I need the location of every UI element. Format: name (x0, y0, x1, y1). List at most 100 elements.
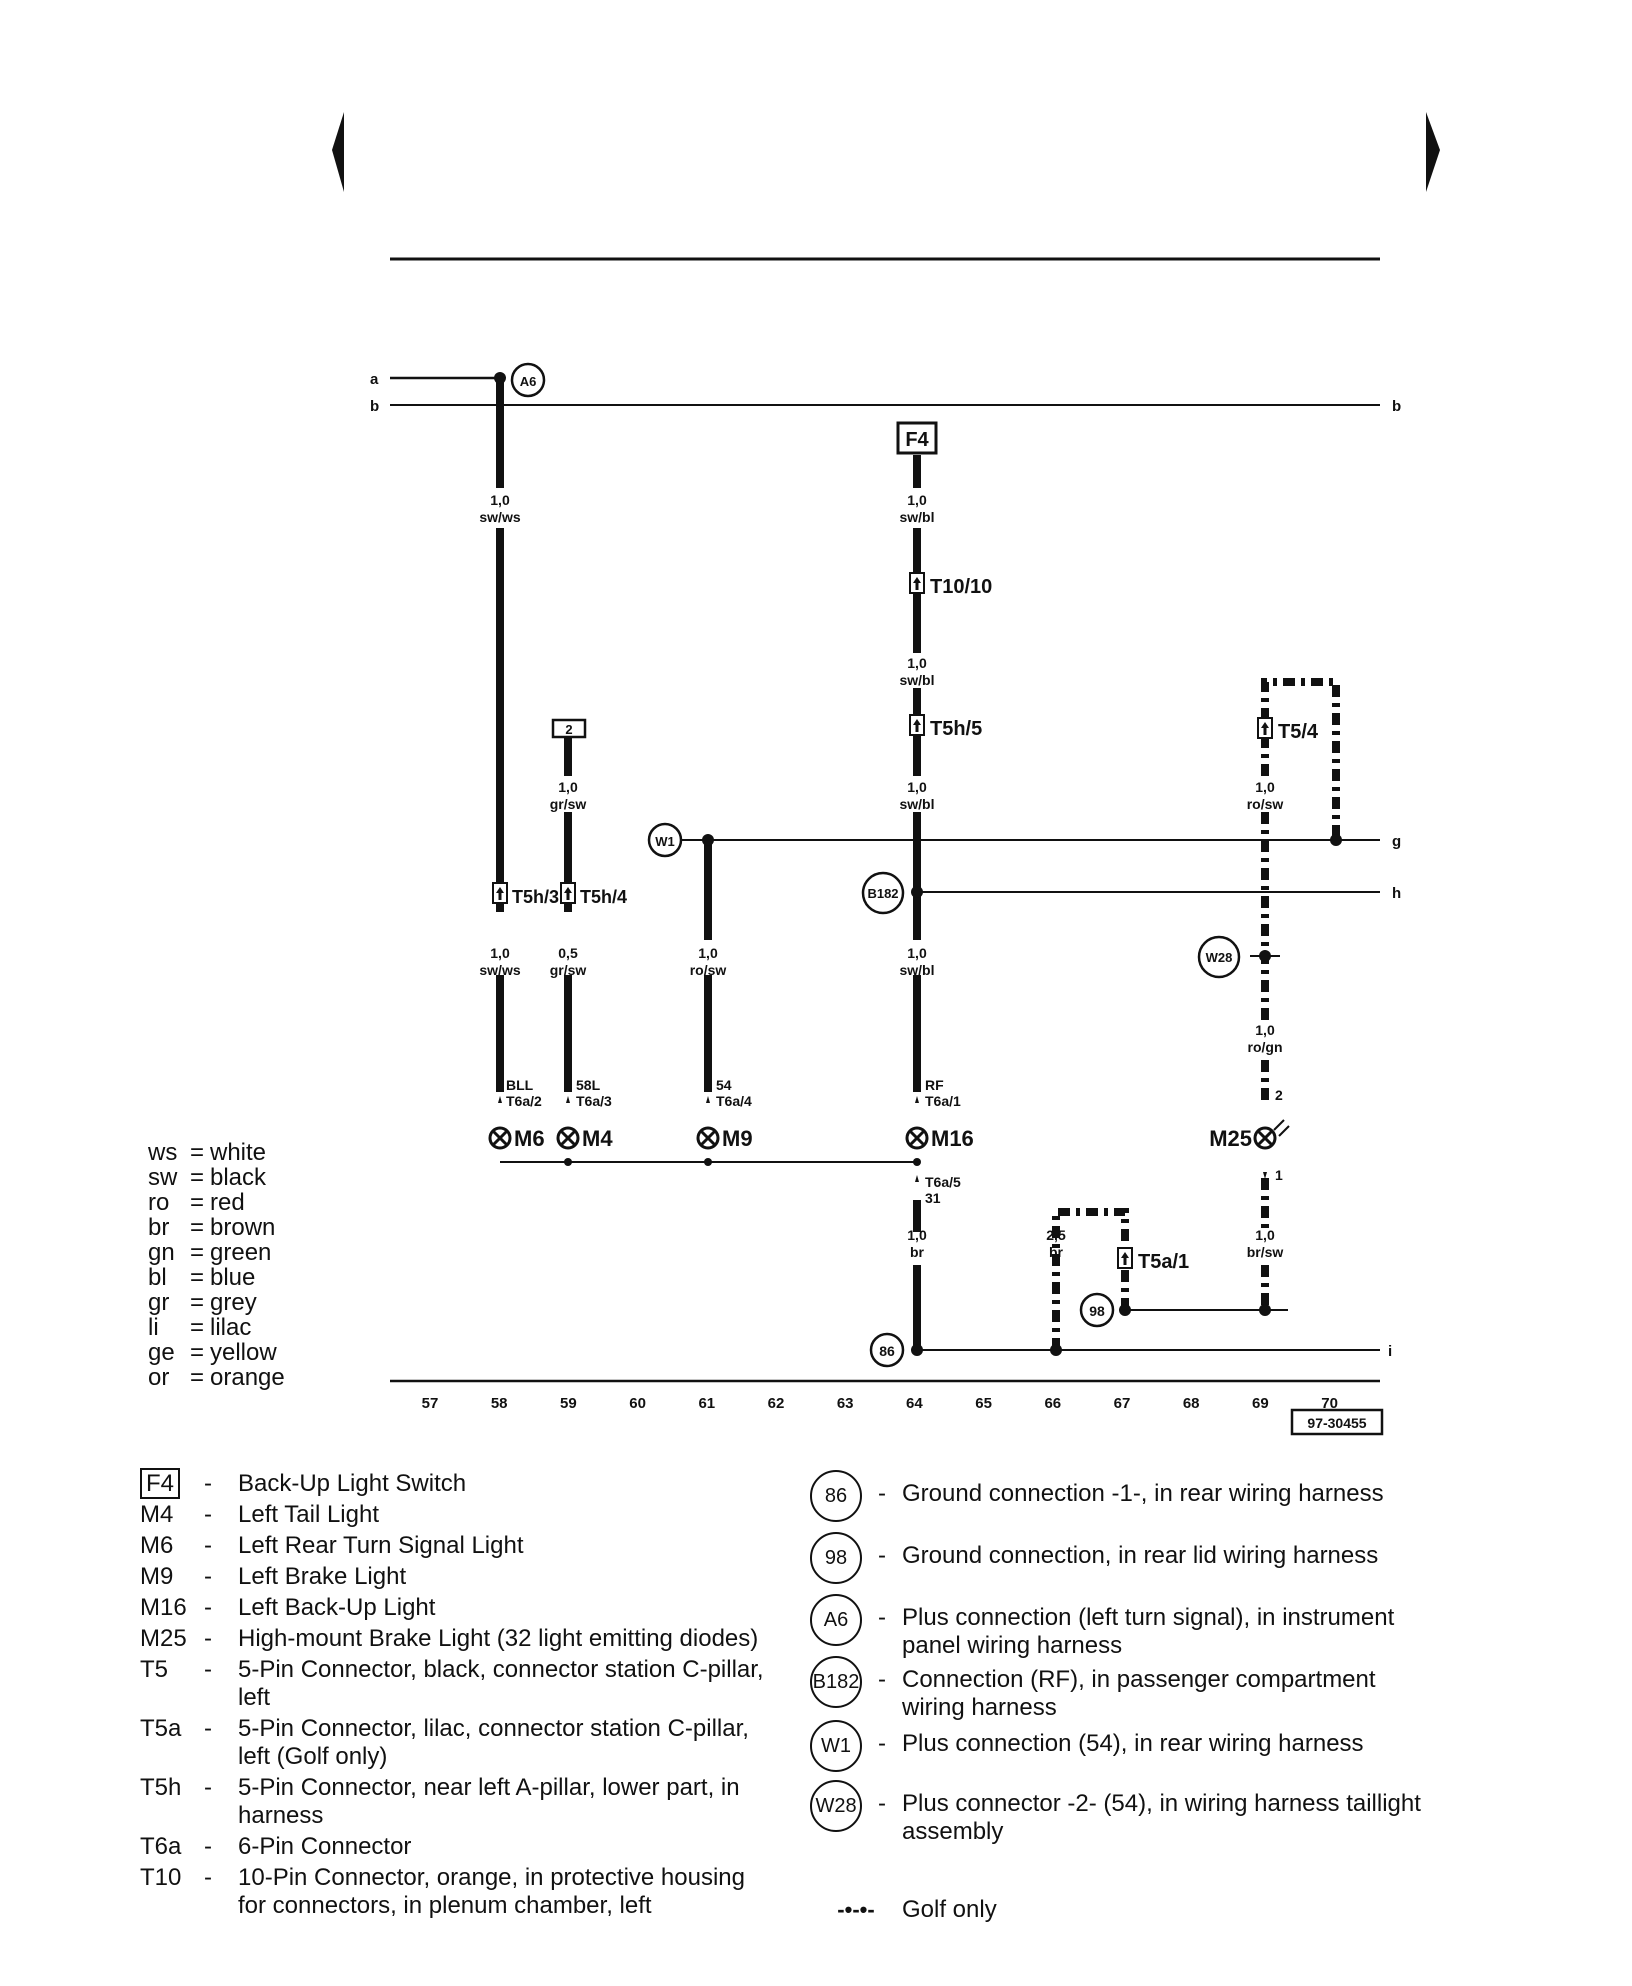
legend-desc: Left Back-Up Light (238, 1594, 436, 1621)
legend-circle-icon: W1 (810, 1720, 862, 1772)
connector-t5-4-label: T5/4 (1278, 721, 1319, 743)
legend-circle-code: B182 (812, 1671, 860, 1693)
color-code: ge (148, 1339, 175, 1366)
legend-dash: - (878, 1542, 886, 1569)
equals-sign: = (190, 1339, 205, 1366)
circle-label-a6: A6 (520, 374, 537, 389)
bus-label-a: a (370, 371, 379, 388)
wire-label: 1,0 (907, 945, 927, 961)
pin-label: T6a/4 (716, 1093, 752, 1109)
pin-label: 1 (1275, 1167, 1283, 1183)
reference-box (1290, 1408, 1384, 1436)
lamp-m16-icon (905, 1126, 929, 1150)
circle-label-86: 86 (879, 1343, 895, 1359)
legend-right-row: B182-Connection (RF), in passenger compa… (810, 1656, 1432, 1722)
pin-label: T6a/1 (925, 1093, 961, 1109)
wire-label: sw/ws (479, 509, 520, 525)
pin-label: 58L (576, 1077, 601, 1093)
legend-right-row: A6-Plus connection (left turn signal), i… (810, 1594, 1432, 1660)
connector-t5h-4-label: T5h/4 (580, 887, 627, 907)
circle-label-98: 98 (1089, 1303, 1105, 1319)
legend-desc: 10-Pin Connector, orange, in protective … (238, 1864, 745, 1919)
wire-label: br (910, 1244, 925, 1260)
equals-sign: = (190, 1364, 205, 1391)
legend-row: M4-Left Tail Light (140, 1501, 780, 1529)
legend-code: T6a (140, 1833, 182, 1860)
wire-label: 1,0 (907, 492, 927, 508)
pin-label: T6a/3 (576, 1093, 612, 1109)
color-key-row: ge =yellow (148, 1340, 285, 1365)
legend-desc: Connection (RF), in passenger compartmen… (902, 1666, 1376, 1721)
wire-label: 1,0 (1255, 1227, 1275, 1243)
lamp-m4-icon (556, 1126, 580, 1150)
color-key-row: sw=black (148, 1165, 285, 1190)
color-name: yellow (210, 1339, 277, 1366)
component-f4: F4 (896, 421, 938, 455)
bus-label-g: g (1392, 833, 1401, 850)
legend-circle-icon: W28 (810, 1780, 862, 1832)
equals-sign: = (190, 1314, 205, 1341)
legend-code: T5 (140, 1656, 169, 1683)
lamp-m9-label: M9 (722, 1126, 753, 1151)
track-number: 70 (1321, 1395, 1338, 1412)
equals-sign: = (190, 1239, 205, 1266)
prev-page-arrow-icon[interactable] (332, 112, 344, 192)
track-number: 59 (560, 1395, 577, 1412)
legend-dash: - (204, 1470, 212, 1497)
legend-desc: Ground connection, in rear lid wiring ha… (902, 1542, 1379, 1569)
pin-label: T6a/5 (925, 1174, 961, 1190)
legend-row: T5a-5-Pin Connector, lilac, connector st… (140, 1715, 780, 1771)
legend-dash: - (204, 1656, 212, 1683)
color-code: ro (148, 1189, 170, 1216)
color-key-row: gr=grey (148, 1290, 285, 1315)
legend-dash: - (204, 1563, 212, 1590)
lamp-m6-label: M6 (514, 1126, 545, 1151)
legend-circle-code: W1 (821, 1735, 851, 1757)
legend-desc: 5-Pin Connector, near left A-pillar, low… (238, 1774, 740, 1829)
equals-sign: = (190, 1139, 205, 1166)
color-code: li (148, 1314, 159, 1341)
color-code: gn (148, 1239, 175, 1266)
wire-label: br (1049, 1244, 1064, 1260)
legend-circle-icon: A6 (810, 1594, 862, 1646)
legend-right-row: W28-Plus connector -2- (54), in wiring h… (810, 1780, 1432, 1846)
legend-desc: Ground connection -1-, in rear wiring ha… (902, 1480, 1384, 1507)
circle-connector-b182: B182 (861, 871, 905, 915)
legend-dash: - (878, 1480, 886, 1507)
legend-dash: - (204, 1501, 212, 1528)
legend-row: M16-Left Back-Up Light (140, 1594, 780, 1622)
color-name: white (210, 1139, 267, 1166)
color-name: blue (210, 1264, 256, 1291)
wire-label: 1,0 (698, 945, 718, 961)
led-arrows-icon (1273, 1119, 1290, 1137)
legend-right-row: 86-Ground connection -1-, in rear wiring… (810, 1470, 1432, 1522)
connector-t5h-5-icon (909, 714, 925, 736)
lamp-m16-label: M16 (931, 1126, 974, 1151)
reference-number: 97-30455 (1307, 1415, 1366, 1431)
legend-dash: - (204, 1774, 212, 1801)
lamp-m25-icon (1253, 1126, 1277, 1150)
wire-label: br/sw (1247, 1244, 1284, 1260)
legend-circle-code: 98 (824, 1547, 848, 1569)
connector-t5a-1-icon (1117, 1247, 1133, 1269)
pin-label: T6a/2 (506, 1093, 542, 1109)
equals-sign: = (190, 1189, 205, 1216)
legend-dash: - (878, 1730, 886, 1757)
pin-label: BLL (506, 1077, 534, 1093)
next-page-arrow-icon[interactable] (1426, 112, 1440, 192)
track-number: 61 (698, 1395, 715, 1412)
pin-label: 2 (1275, 1087, 1283, 1103)
connector-t5h-3-label: T5h/3 (512, 887, 559, 907)
pin-label: 31 (925, 1190, 941, 1206)
color-key-row: gn=green (148, 1240, 285, 1265)
legend-code: M9 (140, 1563, 174, 1590)
equals-sign: = (190, 1164, 205, 1191)
wire-label: ro/gn (1248, 1039, 1283, 1055)
color-name: black (210, 1164, 267, 1191)
golf-only-desc: Golf only (902, 1896, 997, 1923)
circle-connector-w28: W28 (1197, 935, 1241, 979)
golf-only-wires (1052, 678, 1340, 1350)
